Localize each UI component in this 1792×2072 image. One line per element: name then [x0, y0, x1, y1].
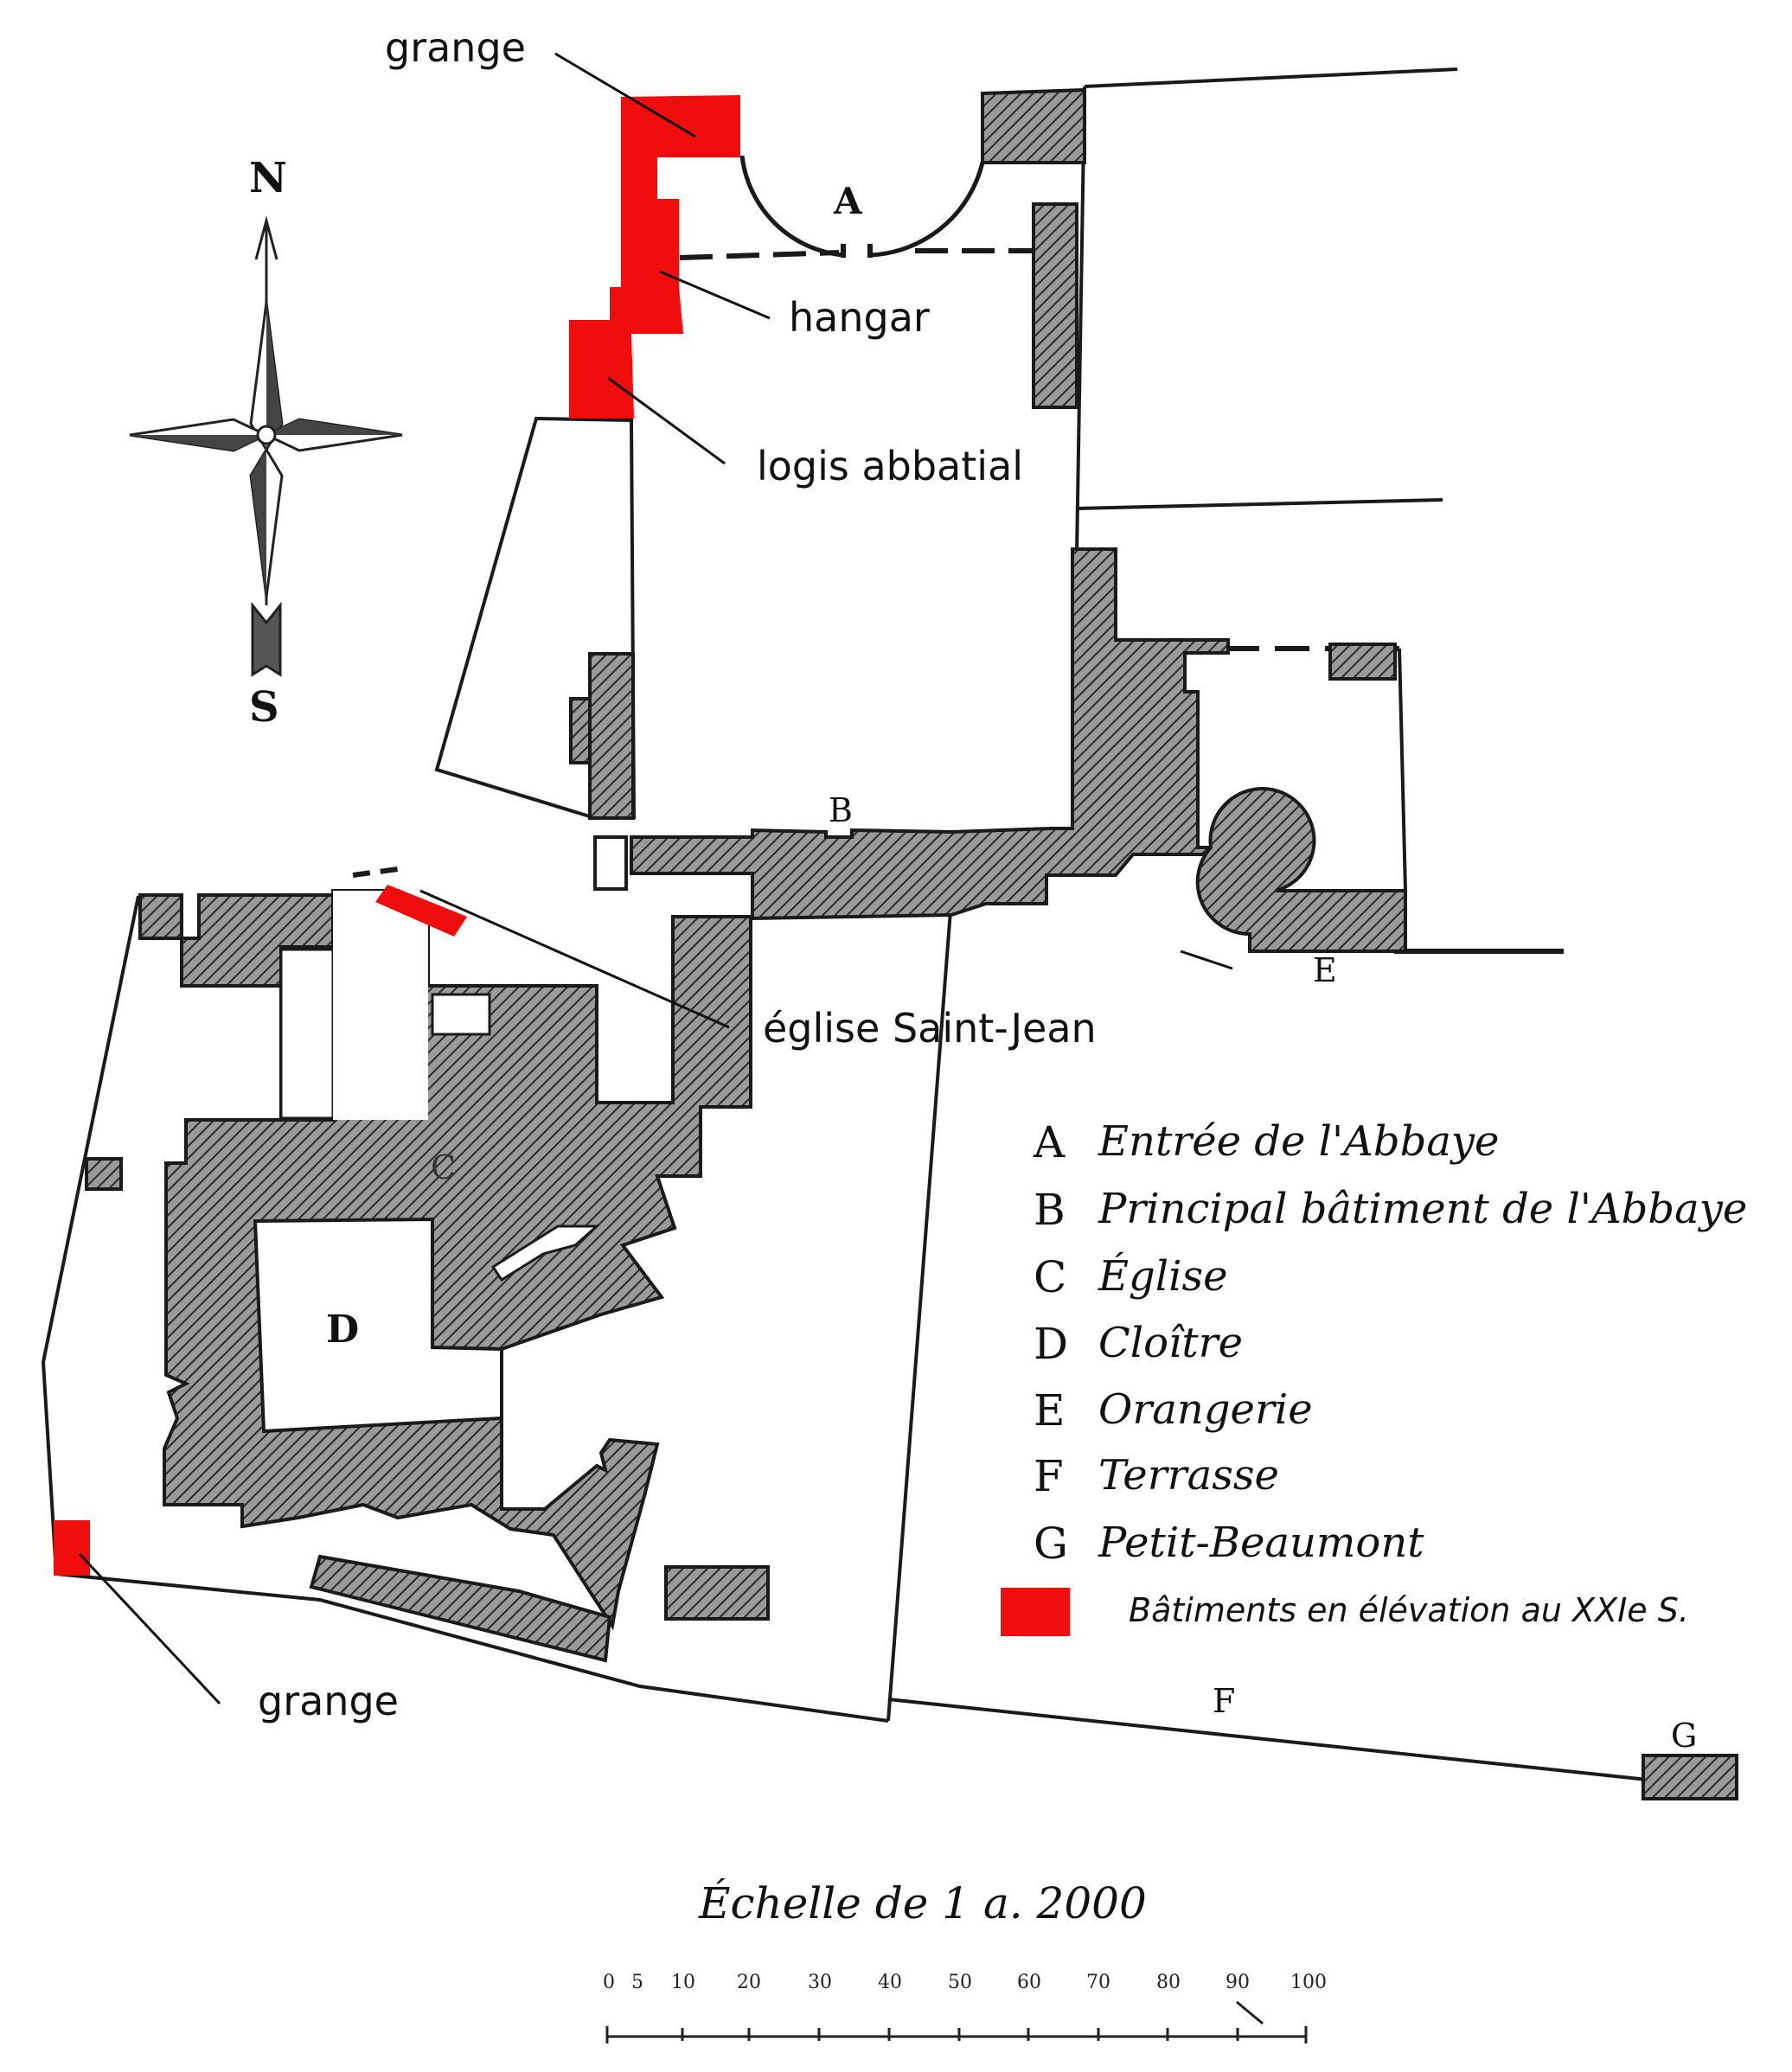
legend-letter-a: A	[1034, 1117, 1066, 1167]
scale-tick-40: 40	[878, 1972, 902, 1993]
cloister-court	[253, 891, 600, 1434]
legend-text-g: Petit-Beaumont	[1098, 1519, 1424, 1567]
scale-tick-80: 80	[1156, 1972, 1181, 1993]
scale-bar	[605, 2000, 1308, 2043]
legend-text-d: Cloître	[1098, 1319, 1243, 1367]
scale-tick-60: 60	[1017, 1972, 1041, 1993]
legend-letter-c: C	[1034, 1252, 1067, 1302]
scale-tick-0: 0	[603, 1972, 615, 1993]
leader-lines	[78, 52, 1233, 1705]
scale-tick-70: 70	[1086, 1972, 1110, 1993]
scale-tick-100: 100	[1290, 1972, 1327, 1993]
scale-tick-50: 50	[948, 1972, 972, 1993]
scale-title: Échelle de 1 a. 2000	[699, 1878, 1147, 1928]
scale-tick-30: 30	[808, 1972, 832, 1993]
annotation-logis-abbatial: logis abbatial	[757, 443, 1024, 489]
legend-letter-f: F	[1034, 1451, 1064, 1501]
plan-letter-d: D	[326, 1308, 360, 1352]
legend-text-f: Terrasse	[1098, 1451, 1279, 1500]
annotation-grange-bottom: grange	[258, 1678, 399, 1724]
legend-text-c: Église	[1098, 1252, 1228, 1301]
compass-rose-icon	[129, 215, 403, 677]
annotation-hangar: hangar	[789, 294, 930, 341]
legend-text-e: Orangerie	[1098, 1385, 1313, 1434]
standing-buildings	[54, 95, 1070, 1636]
scale-tick-90: 90	[1226, 1972, 1250, 1993]
plan-letter-g: G	[1671, 1717, 1698, 1755]
scale-tick-5: 5	[631, 1972, 643, 1993]
compass-south-label: S	[249, 683, 279, 732]
plan-letter-c: C	[431, 1148, 457, 1186]
legend-swatch-text: Bâtiments en élévation au XXIe S.	[1129, 1591, 1689, 1629]
scale-tick-10: 10	[671, 1972, 695, 1993]
scale-tick-20: 20	[737, 1972, 761, 1993]
legend-text-a: Entrée de l'Abbaye	[1098, 1117, 1500, 1166]
legend-letter-g: G	[1034, 1519, 1068, 1569]
legend-letter-b: B	[1034, 1185, 1066, 1235]
plan-letter-b: B	[829, 791, 853, 829]
legend-text-b: Principal bâtiment de l'Abbaye	[1098, 1185, 1748, 1233]
compass-north-label: N	[249, 154, 287, 202]
plan-letter-e: E	[1313, 951, 1337, 989]
legend-letter-e: E	[1034, 1385, 1066, 1436]
hatched-buildings	[85, 87, 1738, 1800]
plan-letter-a: A	[834, 180, 862, 222]
annotation-eglise-saint-jean: église Saint-Jean	[763, 1005, 1097, 1052]
legend-letter-d: D	[1034, 1319, 1069, 1369]
plan-letter-f: F	[1213, 1682, 1236, 1720]
annotation-grange-top: grange	[385, 24, 526, 71]
